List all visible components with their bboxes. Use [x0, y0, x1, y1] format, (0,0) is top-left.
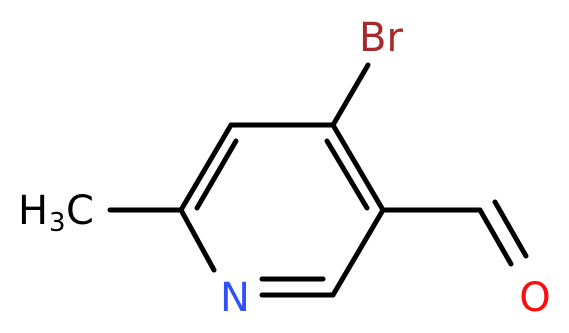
bond-cho-o [477, 207, 514, 267]
atom-bromine: Br [359, 15, 403, 61]
methyl-h: H [18, 188, 48, 234]
bond-n-c2 [178, 207, 217, 273]
atom-nitrogen: N [220, 275, 250, 321]
double-bond-inner-c6-c2 [194, 138, 239, 211]
bond-c4-c3 [330, 207, 386, 298]
methyl-group-label: H 3 C [18, 188, 94, 238]
bond-c5-br [330, 62, 371, 128]
bond-c2-c6 [178, 122, 234, 213]
methyl-subscript: 3 [49, 208, 66, 238]
methyl-c: C [66, 188, 94, 234]
bond-lines [107, 62, 529, 298]
bond-c5-c4 [330, 122, 386, 213]
atom-oxygen: O [519, 275, 550, 321]
double-bond-inner-c5-c4 [324, 138, 370, 211]
double-bond-cho-o [492, 199, 529, 259]
